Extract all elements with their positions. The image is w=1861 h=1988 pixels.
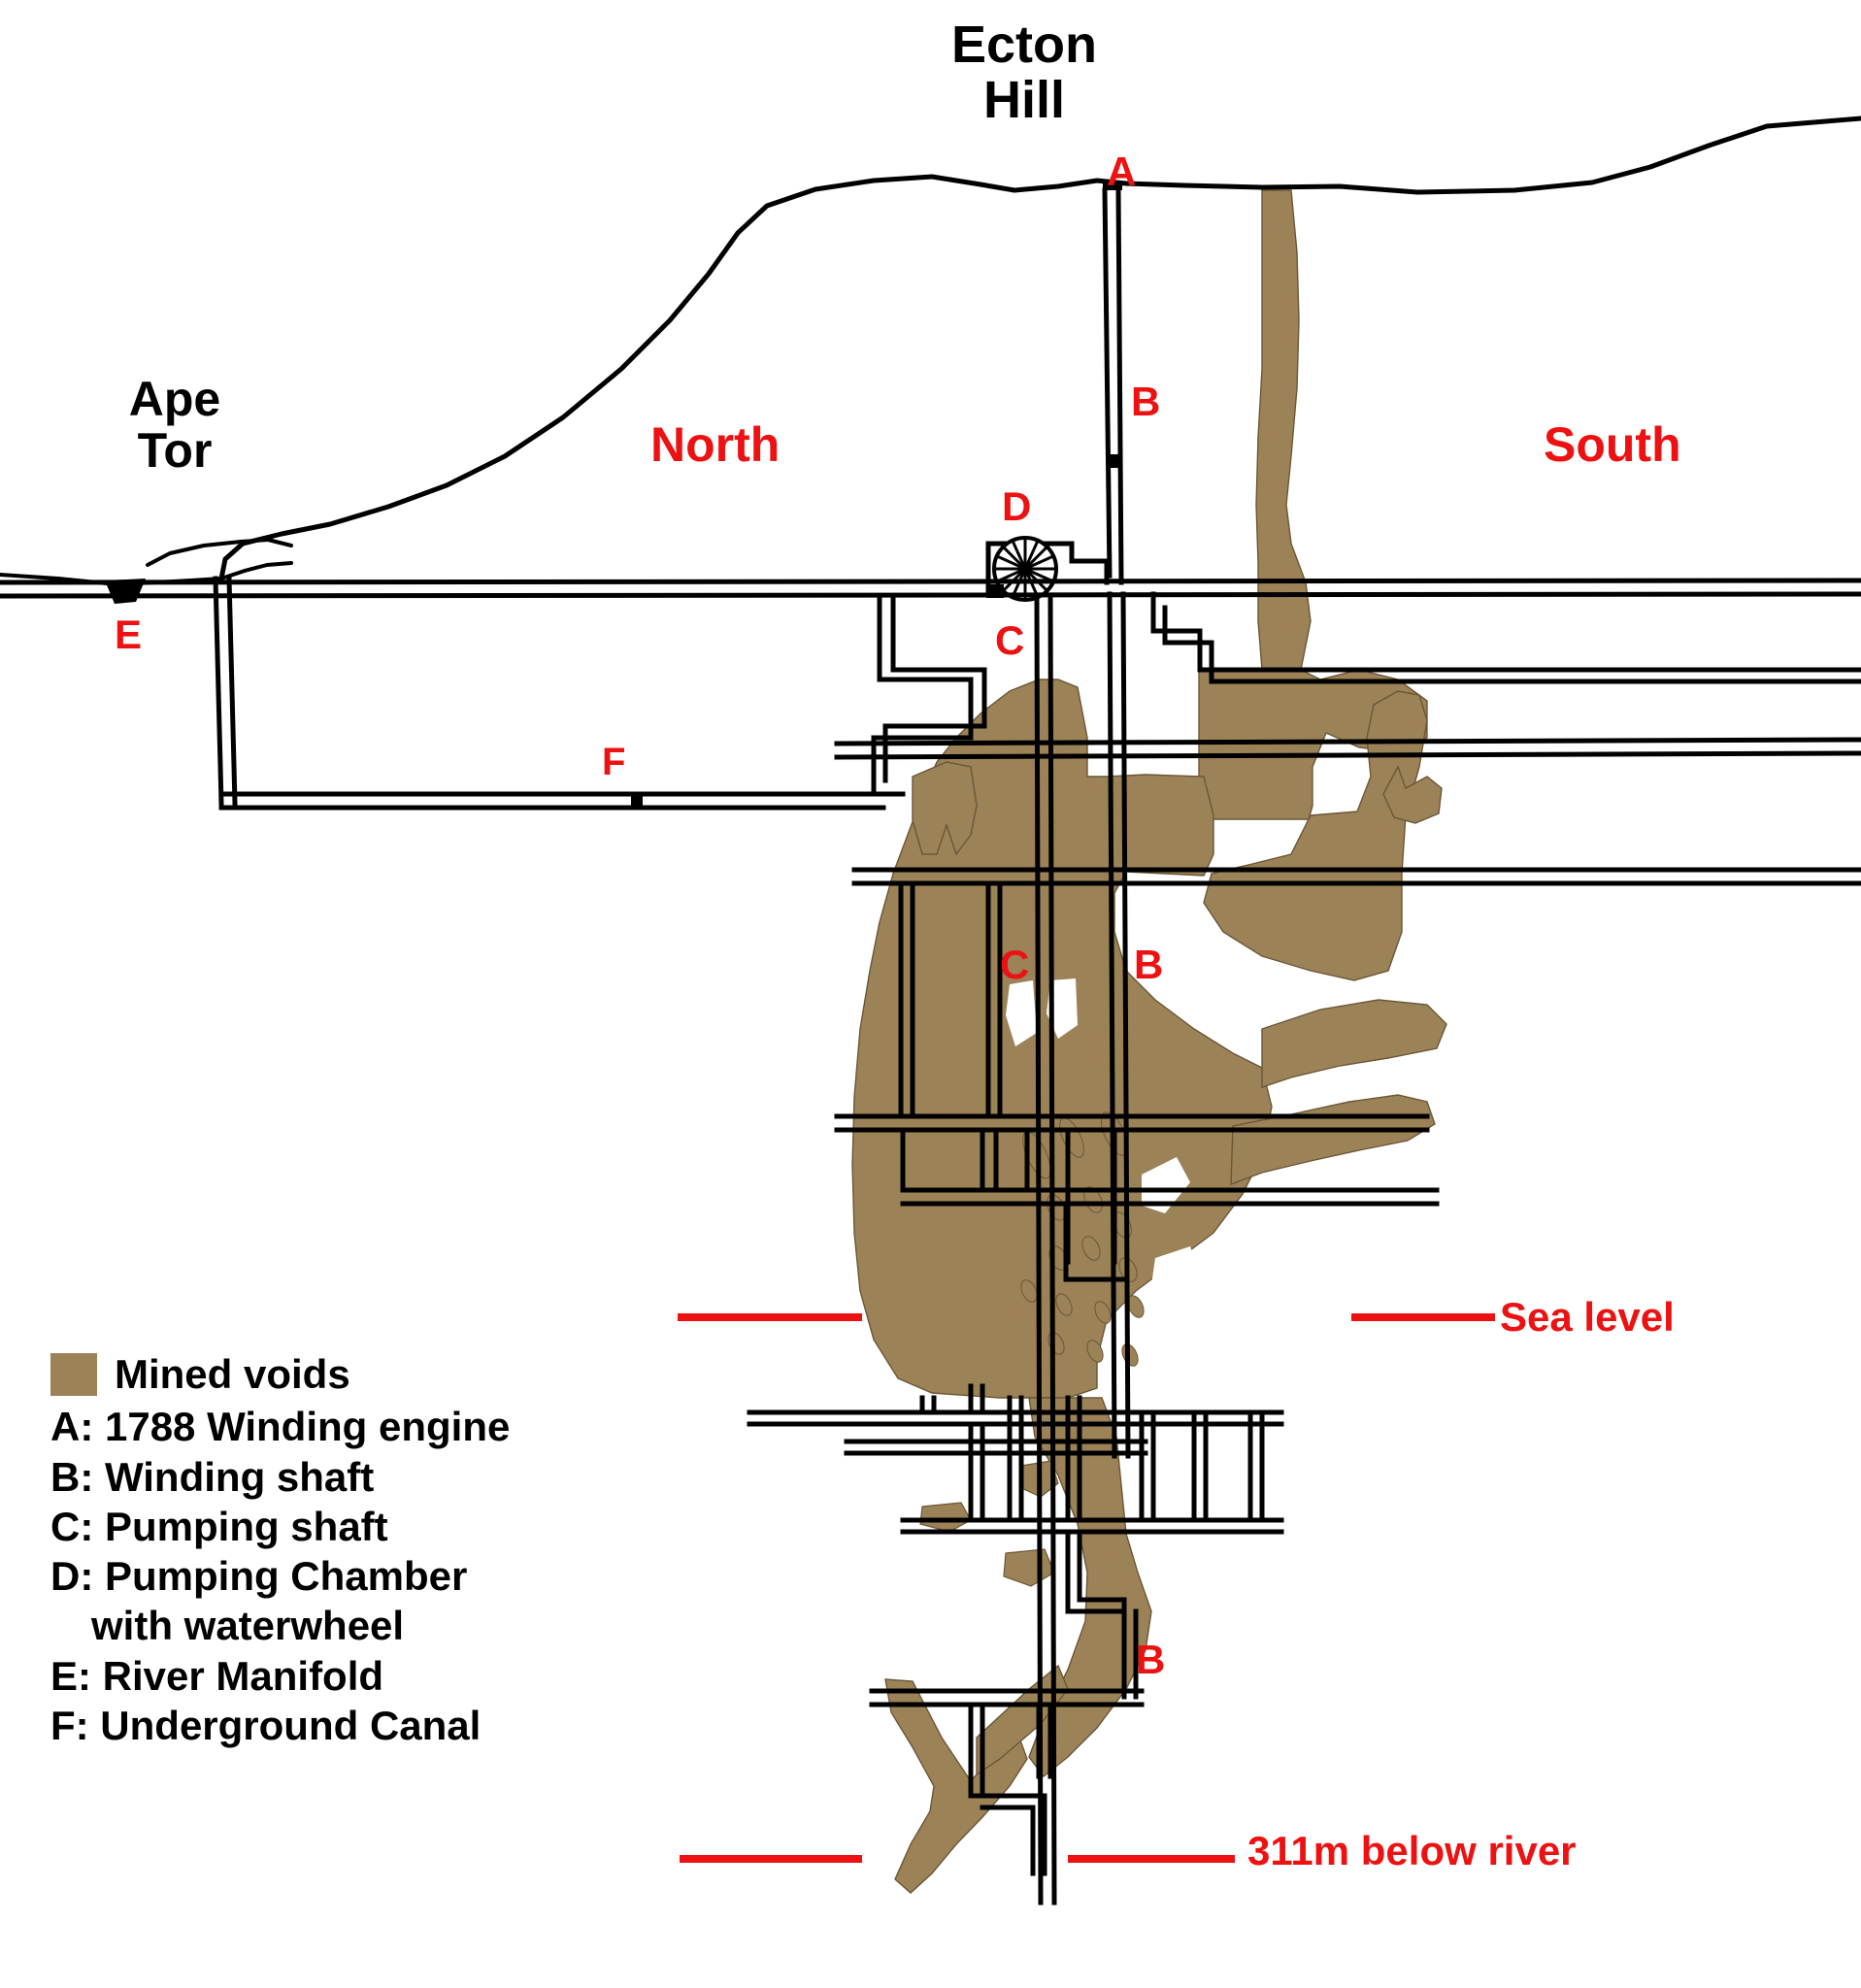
label-point-b-lower: B <box>1136 1637 1166 1682</box>
mined-void-surface-vein <box>1255 189 1312 671</box>
label-ecton-hill-line2: Hill <box>982 70 1065 129</box>
level-770-bottom <box>834 750 1861 760</box>
mined-void-right-branch-1 <box>1203 690 1428 981</box>
lower-stope-col-4 <box>1139 1409 1156 1523</box>
canal-marker-f <box>631 794 643 808</box>
winding-shaft-b-lower-right <box>1120 591 1131 1459</box>
label-point-d-pumping-chamber: D <box>1002 483 1032 529</box>
legend-item-f: F: Underground Canal <box>50 1702 482 1748</box>
canal-entry-shaft-left <box>213 576 224 807</box>
lower-stope-col-6 <box>1247 1409 1265 1523</box>
winding-shaft-b-lower-left <box>1107 591 1117 1459</box>
pumping-shaft-c-right <box>1047 595 1057 1905</box>
level-step-right-660 <box>1150 591 1861 673</box>
winding-shaft-b-left <box>1102 187 1113 579</box>
legend-item-d: D: Pumping Chamber <box>50 1553 468 1600</box>
ape-tor-crag-line <box>146 538 293 567</box>
lower-stope-col-3 <box>1065 1395 1082 1523</box>
mined-void-cutouts <box>1006 978 1200 1297</box>
legend-item-a: A: 1788 Winding engine <box>50 1404 511 1450</box>
label-point-f-canal: F <box>602 741 626 783</box>
stope-cell-2 <box>993 1127 1030 1193</box>
label-ecton-hill: Ecton Hill <box>913 17 1136 127</box>
legend-item-b: B: Winding shaft <box>50 1453 375 1500</box>
canal-level-bottom-line <box>0 591 1861 599</box>
label-point-a-surface: A <box>1107 149 1137 194</box>
mined-void-right-finger-top <box>1382 765 1443 824</box>
lower-stope-col-top-b <box>968 1383 985 1415</box>
label-ape-tor-line2: Tor <box>137 422 213 478</box>
deep-stope-col-b <box>1036 1702 1053 1779</box>
hill-profile-line <box>218 116 1861 581</box>
deep-shaft-segment-1 <box>1065 1529 1127 1614</box>
pumping-shaft-c-left <box>1034 595 1044 1905</box>
lower-stope-col-5 <box>1191 1409 1209 1523</box>
deep-stope-col-a <box>968 1702 985 1799</box>
legend-swatch-row: Mined voids <box>50 1352 672 1396</box>
mined-void-right-branch-2 <box>1261 999 1447 1088</box>
stub-passage-2 <box>844 1439 865 1456</box>
label-ape-tor: Ape Tor <box>97 374 252 476</box>
level-770-top <box>834 737 1861 746</box>
legend-item-e: E: River Manifold <box>50 1652 384 1699</box>
label-sea-level: Sea level <box>1500 1294 1675 1340</box>
legend-item-c: C: Pumping shaft <box>50 1503 388 1549</box>
lower-stope-col-2 <box>1007 1395 1024 1523</box>
legend-swatch-label: Mined voids <box>115 1351 350 1397</box>
winding-shaft-b-right <box>1115 187 1124 585</box>
mined-void-blob-b <box>1003 1548 1055 1587</box>
lower-stope-col-top-a <box>919 1395 937 1415</box>
level-step-right-660-inner <box>1162 605 1861 684</box>
stope-cell-4 <box>1063 1201 1129 1282</box>
mined-void-blob-c <box>919 1502 972 1533</box>
deep-bottom-return <box>968 1793 1047 1876</box>
stope-cell-1 <box>900 1127 985 1193</box>
mined-void-left-spur <box>912 761 978 856</box>
winding-shaft-b-collar <box>1103 181 1122 190</box>
mined-voids-swatch <box>50 1352 97 1396</box>
legend: Mined voids A: 1788 Winding engine B: Wi… <box>50 1352 672 1750</box>
stub-passage-1 <box>747 1409 791 1427</box>
deep-shaft-segment-2 <box>1121 1597 1139 1700</box>
label-point-c-mid: C <box>1000 942 1030 987</box>
label-point-e-river-manifold: E <box>115 612 143 657</box>
label-south: South <box>1544 417 1681 472</box>
depth-datum-group <box>678 1313 1495 1863</box>
label-ecton-hill-line1: Ecton <box>950 16 1097 74</box>
mine-passages-group <box>0 181 1861 1905</box>
label-point-b-mid: B <box>1134 942 1164 987</box>
level-step-620 <box>871 595 974 797</box>
winding-shaft-b-marker <box>1107 454 1120 468</box>
lower-stope-col-1 <box>968 1421 985 1523</box>
canal-level-top-line <box>0 578 1861 585</box>
canal-entry-shaft-right <box>226 576 238 807</box>
topography-group <box>0 116 1861 604</box>
legend-item-d-continued: with waterwheel <box>91 1603 405 1649</box>
label-ape-tor-line1: Ape <box>128 372 221 426</box>
label-below-river: 311m below river <box>1247 1828 1577 1873</box>
level-step-620-inner <box>882 595 987 783</box>
label-point-c-upper: C <box>995 617 1025 663</box>
label-point-b-upper: B <box>1131 379 1161 424</box>
label-north: North <box>650 417 781 472</box>
